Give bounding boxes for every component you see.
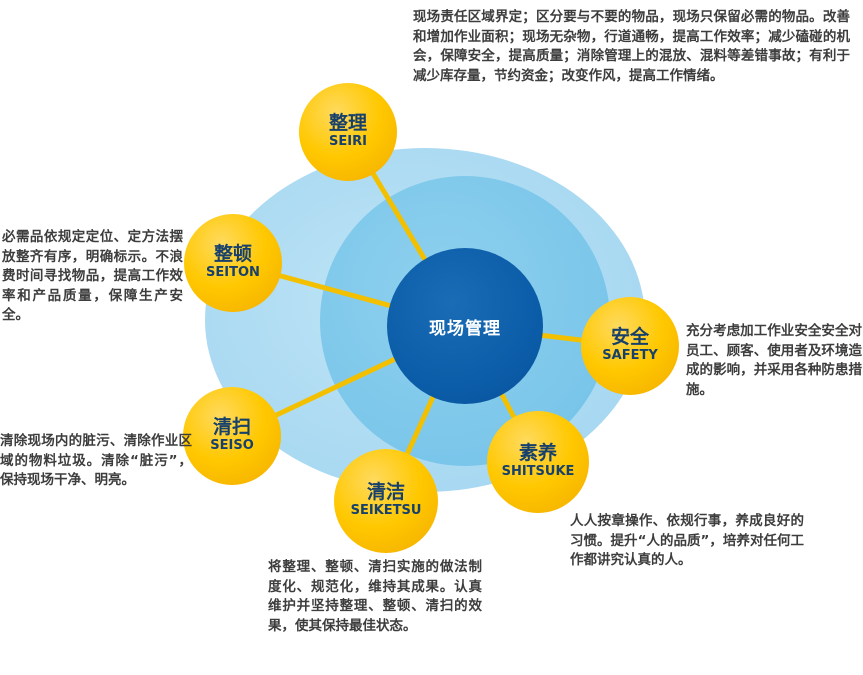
node-seiton-label-en: SEITON xyxy=(206,265,260,281)
node-seiri-label-en: SEIRI xyxy=(329,134,367,150)
note-seiketsu: 将整理、整顿、清扫实施的做法制度化、规范化，维持其成果。认真维护并坚持整理、整顿… xyxy=(268,559,482,634)
center-node-label: 现场管理 xyxy=(429,318,501,339)
node-seiso: 清扫 SEISO xyxy=(183,387,281,485)
note-seiton: 必需品依规定定位、定方法摆放整齐有序，明确标示。不浪费时间寻找物品，提高工作效率… xyxy=(2,229,183,323)
node-shitsuke: 素养 SHITSUKE xyxy=(487,411,589,513)
node-seiketsu: 清洁 SEIKETSU xyxy=(334,449,438,553)
node-shitsuke-label-en: SHITSUKE xyxy=(501,464,575,480)
node-shitsuke-label-cn: 素养 xyxy=(518,441,557,464)
node-safety: 安全 SAFETY xyxy=(581,297,679,395)
note-seiso: 清除现场内的脏污、清除作业区域的物料垃圾。清除“脏污”，保持现场干净、明亮。 xyxy=(0,433,192,488)
note-seiri: 现场责任区域界定；区分要与不要的物品，现场只保留必需的物品。改善和增加作业面积；… xyxy=(413,9,850,84)
node-safety-label-cn: 安全 xyxy=(610,325,649,348)
note-safety: 充分考虑加工作业安全安全对员工、顾客、使用者及环境造成的影响，并采用各种防患措施… xyxy=(686,323,862,398)
center-node: 现场管理 xyxy=(387,248,543,404)
node-seiketsu-label-cn: 清洁 xyxy=(366,480,405,503)
node-seiso-label-cn: 清扫 xyxy=(212,415,251,438)
node-safety-label-en: SAFETY xyxy=(602,348,658,364)
node-seiri: 整理 SEIRI xyxy=(299,83,397,181)
note-shitsuke: 人人按章操作、依规行事，养成良好的习惯。提升“人的品质”，培养对任何工作都讲究认… xyxy=(570,513,804,568)
node-seiso-label-en: SEISO xyxy=(210,438,254,454)
node-seiton-label-cn: 整顿 xyxy=(213,242,252,265)
node-seiketsu-label-en: SEIKETSU xyxy=(350,503,422,519)
node-seiri-label-cn: 整理 xyxy=(328,111,367,134)
node-seiton: 整顿 SEITON xyxy=(184,214,282,312)
